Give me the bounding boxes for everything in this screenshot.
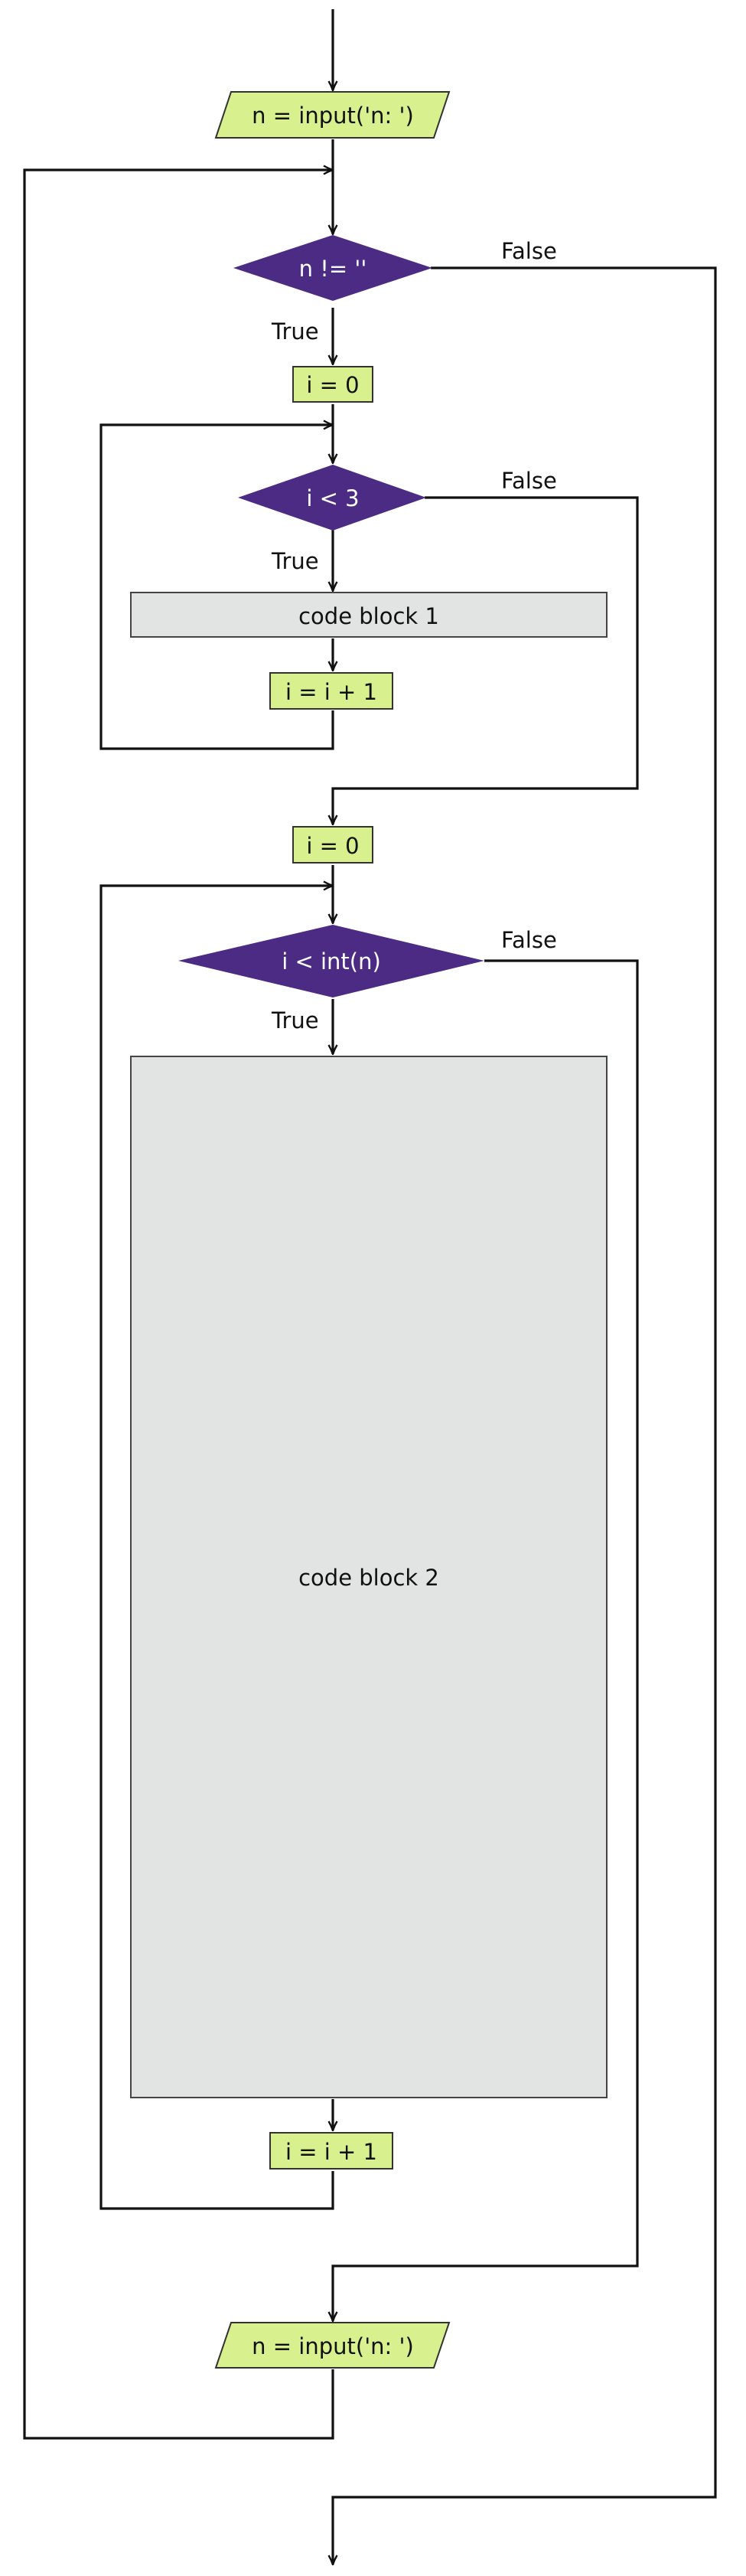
process-incr-1-label: i = i + 1 [285,679,377,705]
edge-cond2-false [333,959,639,2321]
code-block-2: code block 2 [130,1056,608,2098]
process-init-i-2: i = 0 [292,826,373,864]
process-incr-1: i = i + 1 [269,672,393,710]
process-init-i-2-label: i = 0 [306,833,359,859]
edge-loop1-back [99,425,334,750]
decision-cond-2: i < int(n) [178,925,484,997]
connectors [23,9,717,2565]
decision-cond-1-label: i < 3 [306,485,359,511]
code-block-1-label: code block 1 [298,603,439,629]
io-input-top: n = input('n: ') [214,91,451,139]
decision-outer-condition: n != '' [233,235,432,301]
edge-label-cond1-true: True [271,548,319,574]
edge-label-outer-false: False [501,238,557,264]
decision-outer-condition-label: n != '' [299,256,367,282]
edge-labels: True False True False True False [271,238,557,1033]
process-init-i-1-label: i = 0 [306,372,359,398]
edge-label-cond2-false: False [501,927,557,953]
edge-outer-false [333,266,717,2565]
edge-label-outer-true: True [271,318,319,344]
process-init-i-1: i = 0 [292,366,373,403]
io-input-bottom-label: n = input('n: ') [252,2333,414,2359]
io-input-top-label: n = input('n: ') [252,103,414,129]
code-block-1: code block 1 [130,592,608,638]
code-block-2-label: code block 2 [298,1565,439,1591]
edge-cond1-false [333,496,639,824]
edge-loop2-back [99,886,334,2210]
decision-cond-1: i < 3 [238,465,426,531]
decision-cond-2-label: i < int(n) [282,948,381,975]
process-incr-2: i = i + 1 [269,2132,393,2170]
edge-outer-loop-back [23,170,334,2440]
process-incr-2-label: i = i + 1 [285,2139,377,2165]
edge-label-cond2-true: True [271,1007,319,1033]
io-input-bottom: n = input('n: ') [214,2322,451,2369]
edge-label-cond1-false: False [501,468,557,494]
